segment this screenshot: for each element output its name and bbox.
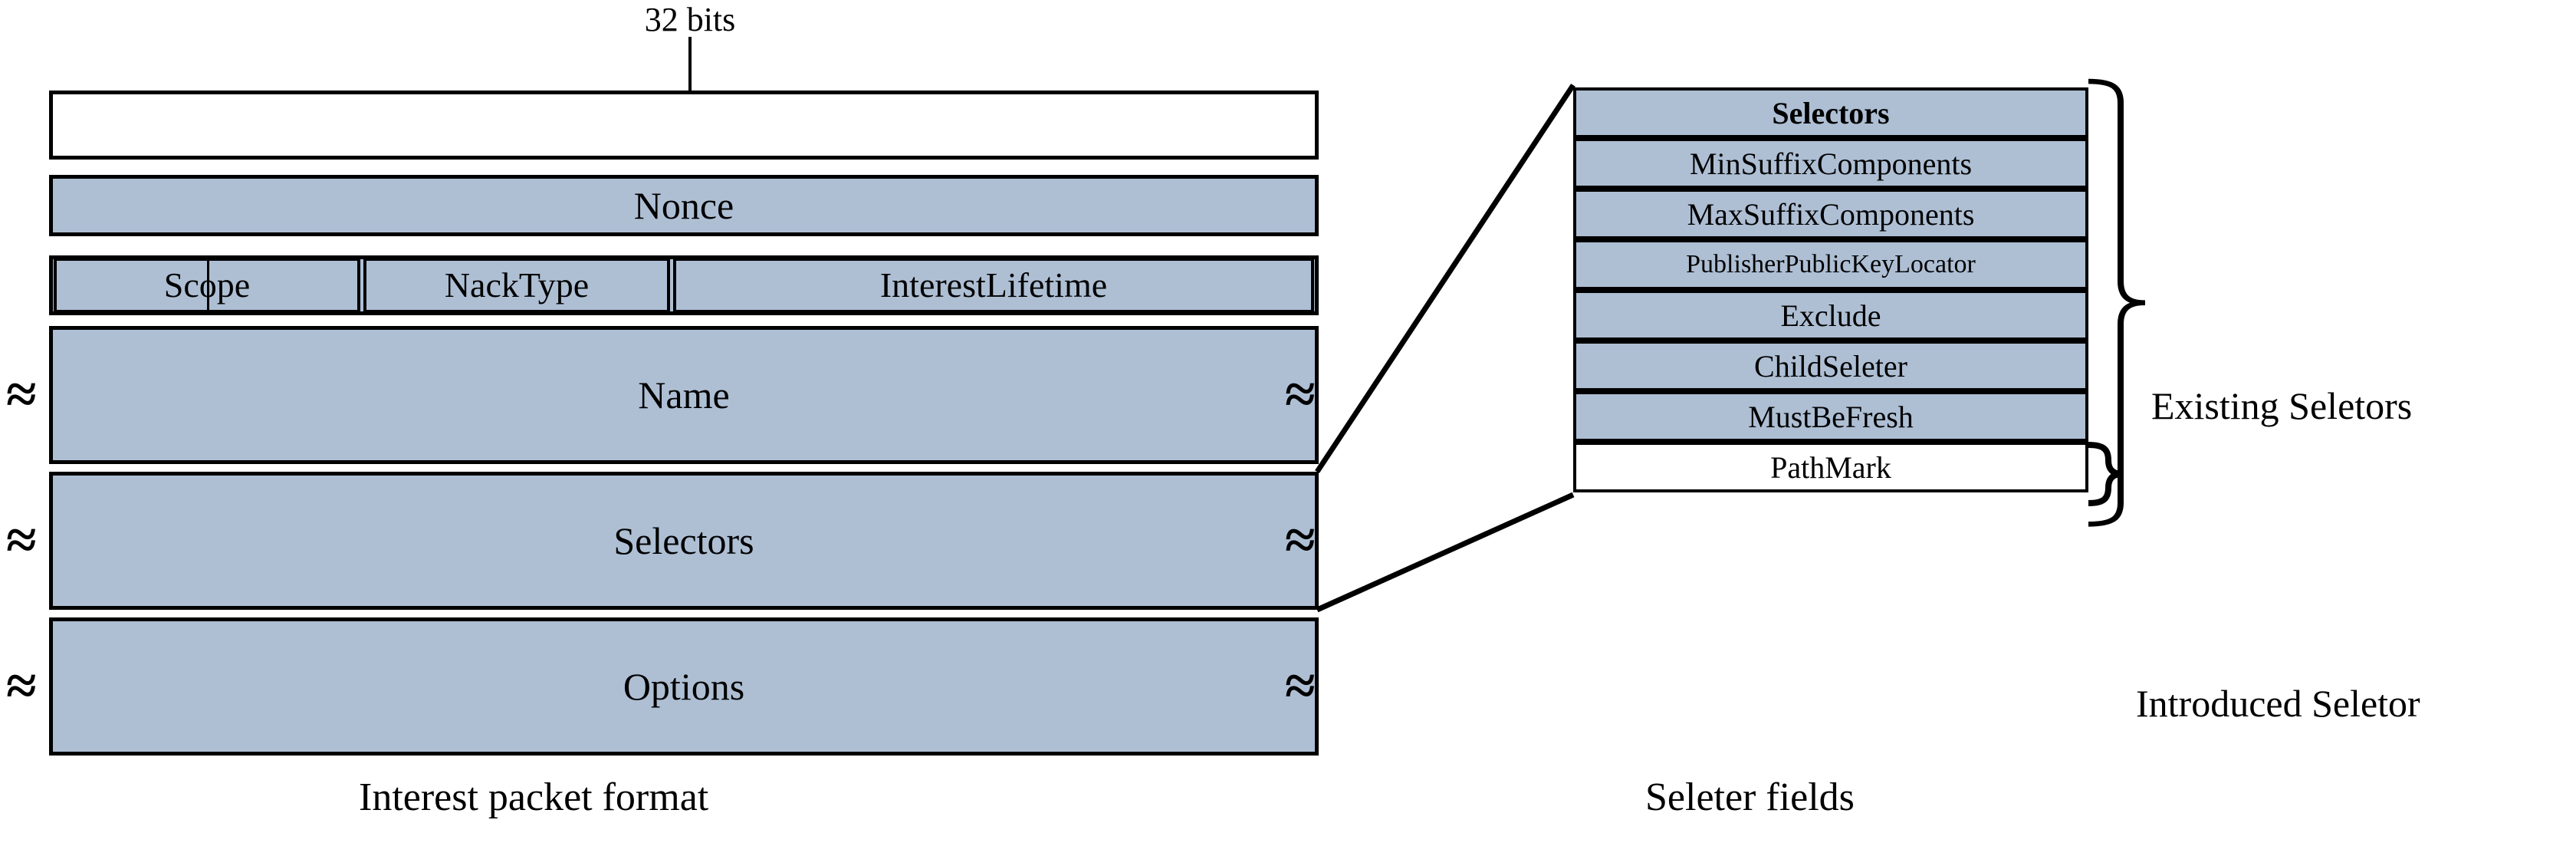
selector-row-publisherpublickeylocator-label: PublisherPublicKeyLocator — [1686, 250, 1976, 278]
packet-row-reserved — [49, 91, 1319, 160]
bits-width-tick — [688, 37, 692, 92]
packet-field-interestlifetime: InterestLifetime — [673, 258, 1314, 313]
selector-row-minsuffixcomponents-label: MinSuffixComponents — [1689, 146, 1973, 181]
selector-row-childseleter-label: ChildSeleter — [1754, 348, 1907, 384]
continuation-glyph-options-left: ≈ — [6, 655, 37, 716]
packet-row-options-label: Options — [623, 665, 745, 708]
selector-row-exclude-label: Exclude — [1780, 298, 1881, 333]
packet-row-options: Options — [49, 617, 1319, 756]
selector-row-maxsuffixcomponents: MaxSuffixComponents — [1573, 189, 2088, 239]
selector-table-header: Selectors — [1573, 87, 2088, 138]
label-existing-seletors: Existing Seletors — [2151, 384, 2413, 427]
selector-row-mustbefresh-label: MustBeFresh — [1748, 399, 1914, 434]
selector-row-mustbefresh: MustBeFresh — [1573, 391, 2088, 442]
continuation-glyph-name-right: ≈ — [1285, 364, 1316, 425]
packet-field-nacktype-label: NackType — [444, 265, 590, 305]
selector-row-childseleter: ChildSeleter — [1573, 341, 2088, 391]
brace-introduced-seletor — [2088, 442, 2123, 506]
selector-row-exclude: Exclude — [1573, 290, 2088, 341]
bits-width-label: 32 bits — [644, 1, 736, 38]
connector-line-upper — [1315, 84, 1576, 473]
packet-field-nacktype: NackType — [363, 258, 670, 313]
selector-table-header-label: Selectors — [1772, 95, 1890, 130]
brace-existing-seletors — [2088, 78, 2146, 527]
selector-row-pathmark-label: PathMark — [1770, 449, 1891, 485]
packet-row-name-label: Name — [638, 374, 730, 416]
selector-row-maxsuffixcomponents-label: MaxSuffixComponents — [1687, 196, 1975, 232]
continuation-glyph-options-right: ≈ — [1285, 655, 1316, 716]
packet-field-scope-divider — [207, 261, 209, 310]
packet-row-nonce: Nonce — [49, 175, 1319, 236]
connector-line-lower — [1316, 492, 1575, 613]
packet-row-selectors: Selectors — [49, 472, 1319, 610]
caption-interest-packet-format: Interest packet format — [359, 775, 709, 819]
packet-row-nonce-label: Nonce — [633, 184, 734, 227]
continuation-glyph-selectors-left: ≈ — [6, 509, 37, 571]
packet-row-selectors-label: Selectors — [613, 519, 754, 562]
packet-row-name: Name — [49, 326, 1319, 464]
selector-row-publisherpublickeylocator: PublisherPublicKeyLocator — [1573, 239, 2088, 290]
label-introduced-seletor: Introduced Seletor — [2136, 682, 2420, 725]
continuation-glyph-name-left: ≈ — [6, 364, 37, 425]
selector-row-pathmark: PathMark — [1573, 442, 2088, 492]
packet-field-scope-label: Scope — [163, 265, 251, 305]
continuation-glyph-selectors-right: ≈ — [1285, 509, 1316, 571]
selector-row-minsuffixcomponents: MinSuffixComponents — [1573, 138, 2088, 189]
packet-field-interestlifetime-label: InterestLifetime — [879, 265, 1108, 305]
caption-seleter-fields: Seleter fields — [1645, 775, 1855, 819]
